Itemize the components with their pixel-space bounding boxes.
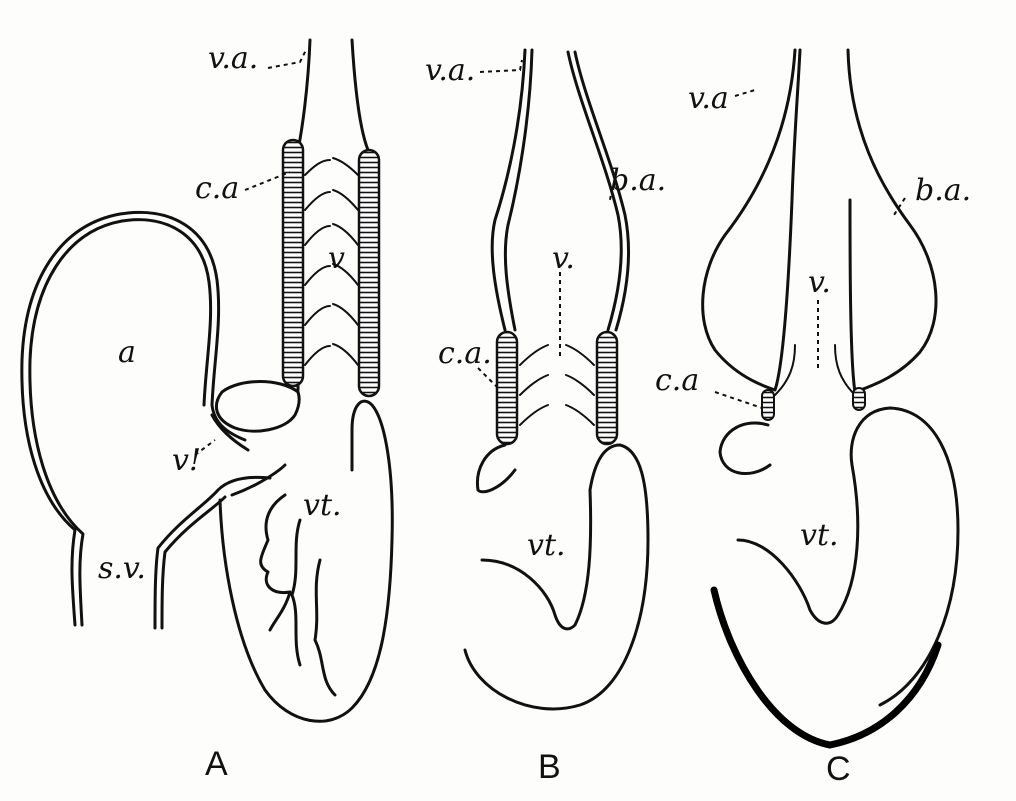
- label-b-v: v.: [552, 241, 575, 276]
- sinus-venosus-outline: [153, 475, 272, 630]
- ventricle-trabeculae: [259, 493, 337, 697]
- labels: v.a. c.a a v v! vt. s.v. v.a. b.a. v. c.…: [98, 41, 971, 586]
- label-a-ca: c.a: [195, 171, 239, 206]
- conus-valves: [519, 344, 595, 426]
- bulbus-left-wall: [490, 48, 527, 332]
- caption-b: B: [538, 748, 561, 786]
- conus-muscle-right: [357, 148, 381, 398]
- valve-right: [834, 344, 856, 396]
- ventricle-outline: [218, 399, 394, 723]
- bulbus-right-wall: [566, 50, 623, 332]
- label-a-va: v.a.: [208, 41, 258, 76]
- bulbus-right-outline: [846, 48, 938, 394]
- figure-a: [20, 38, 394, 723]
- label-c-v: v.: [808, 265, 831, 300]
- sinus-venosus-outline-inner: [160, 495, 227, 630]
- label-c-ca: c.a: [655, 363, 699, 398]
- label-a-vprime: v!: [172, 443, 201, 478]
- figure-c: [701, 48, 960, 749]
- ventricle-thick-wall: [710, 586, 942, 749]
- label-c-ba: b.a.: [915, 173, 971, 208]
- valve-left: [774, 344, 796, 396]
- label-b-va: v.a.: [425, 53, 475, 88]
- label-b-ca: c.a.: [438, 336, 492, 371]
- label-b-vt: vt.: [527, 528, 566, 563]
- atrium-outline: [20, 210, 247, 627]
- conus-right-wall: [350, 38, 370, 152]
- valve-chamber: [214, 380, 301, 433]
- conus-muscle-right: [852, 387, 866, 411]
- left-chamber: [718, 421, 772, 475]
- left-chamber: [475, 443, 517, 494]
- conus-muscle-left: [761, 389, 775, 421]
- label-b-ba: b.a.: [610, 163, 666, 198]
- label-a-atrium: a: [118, 335, 136, 370]
- captions: A B C: [205, 745, 851, 788]
- label-a-vt: vt.: [303, 488, 342, 523]
- bulbus-left-wall-inner: [503, 48, 534, 332]
- conus-muscle-left: [495, 330, 519, 446]
- figure-b: [463, 48, 650, 711]
- leader-lines: [194, 49, 906, 456]
- ventricle-outline: [463, 443, 650, 711]
- atrial-valve: [210, 413, 250, 452]
- caption-c: C: [826, 750, 851, 788]
- conus-valves: [304, 157, 359, 366]
- bulbus-left-outline: [701, 48, 802, 392]
- caption-a: A: [205, 745, 228, 783]
- conus-muscle-right: [595, 330, 619, 446]
- conus-muscle-left: [281, 138, 305, 388]
- atrium-outline-inner: [28, 218, 213, 627]
- label-c-va: v.a: [688, 81, 729, 116]
- label-c-vt: vt.: [800, 518, 839, 553]
- ventricle-inner: [736, 406, 960, 707]
- bulbus-right-wall-inner: [573, 50, 630, 332]
- label-a-v: v: [328, 241, 345, 276]
- label-a-sv: s.v.: [98, 551, 146, 586]
